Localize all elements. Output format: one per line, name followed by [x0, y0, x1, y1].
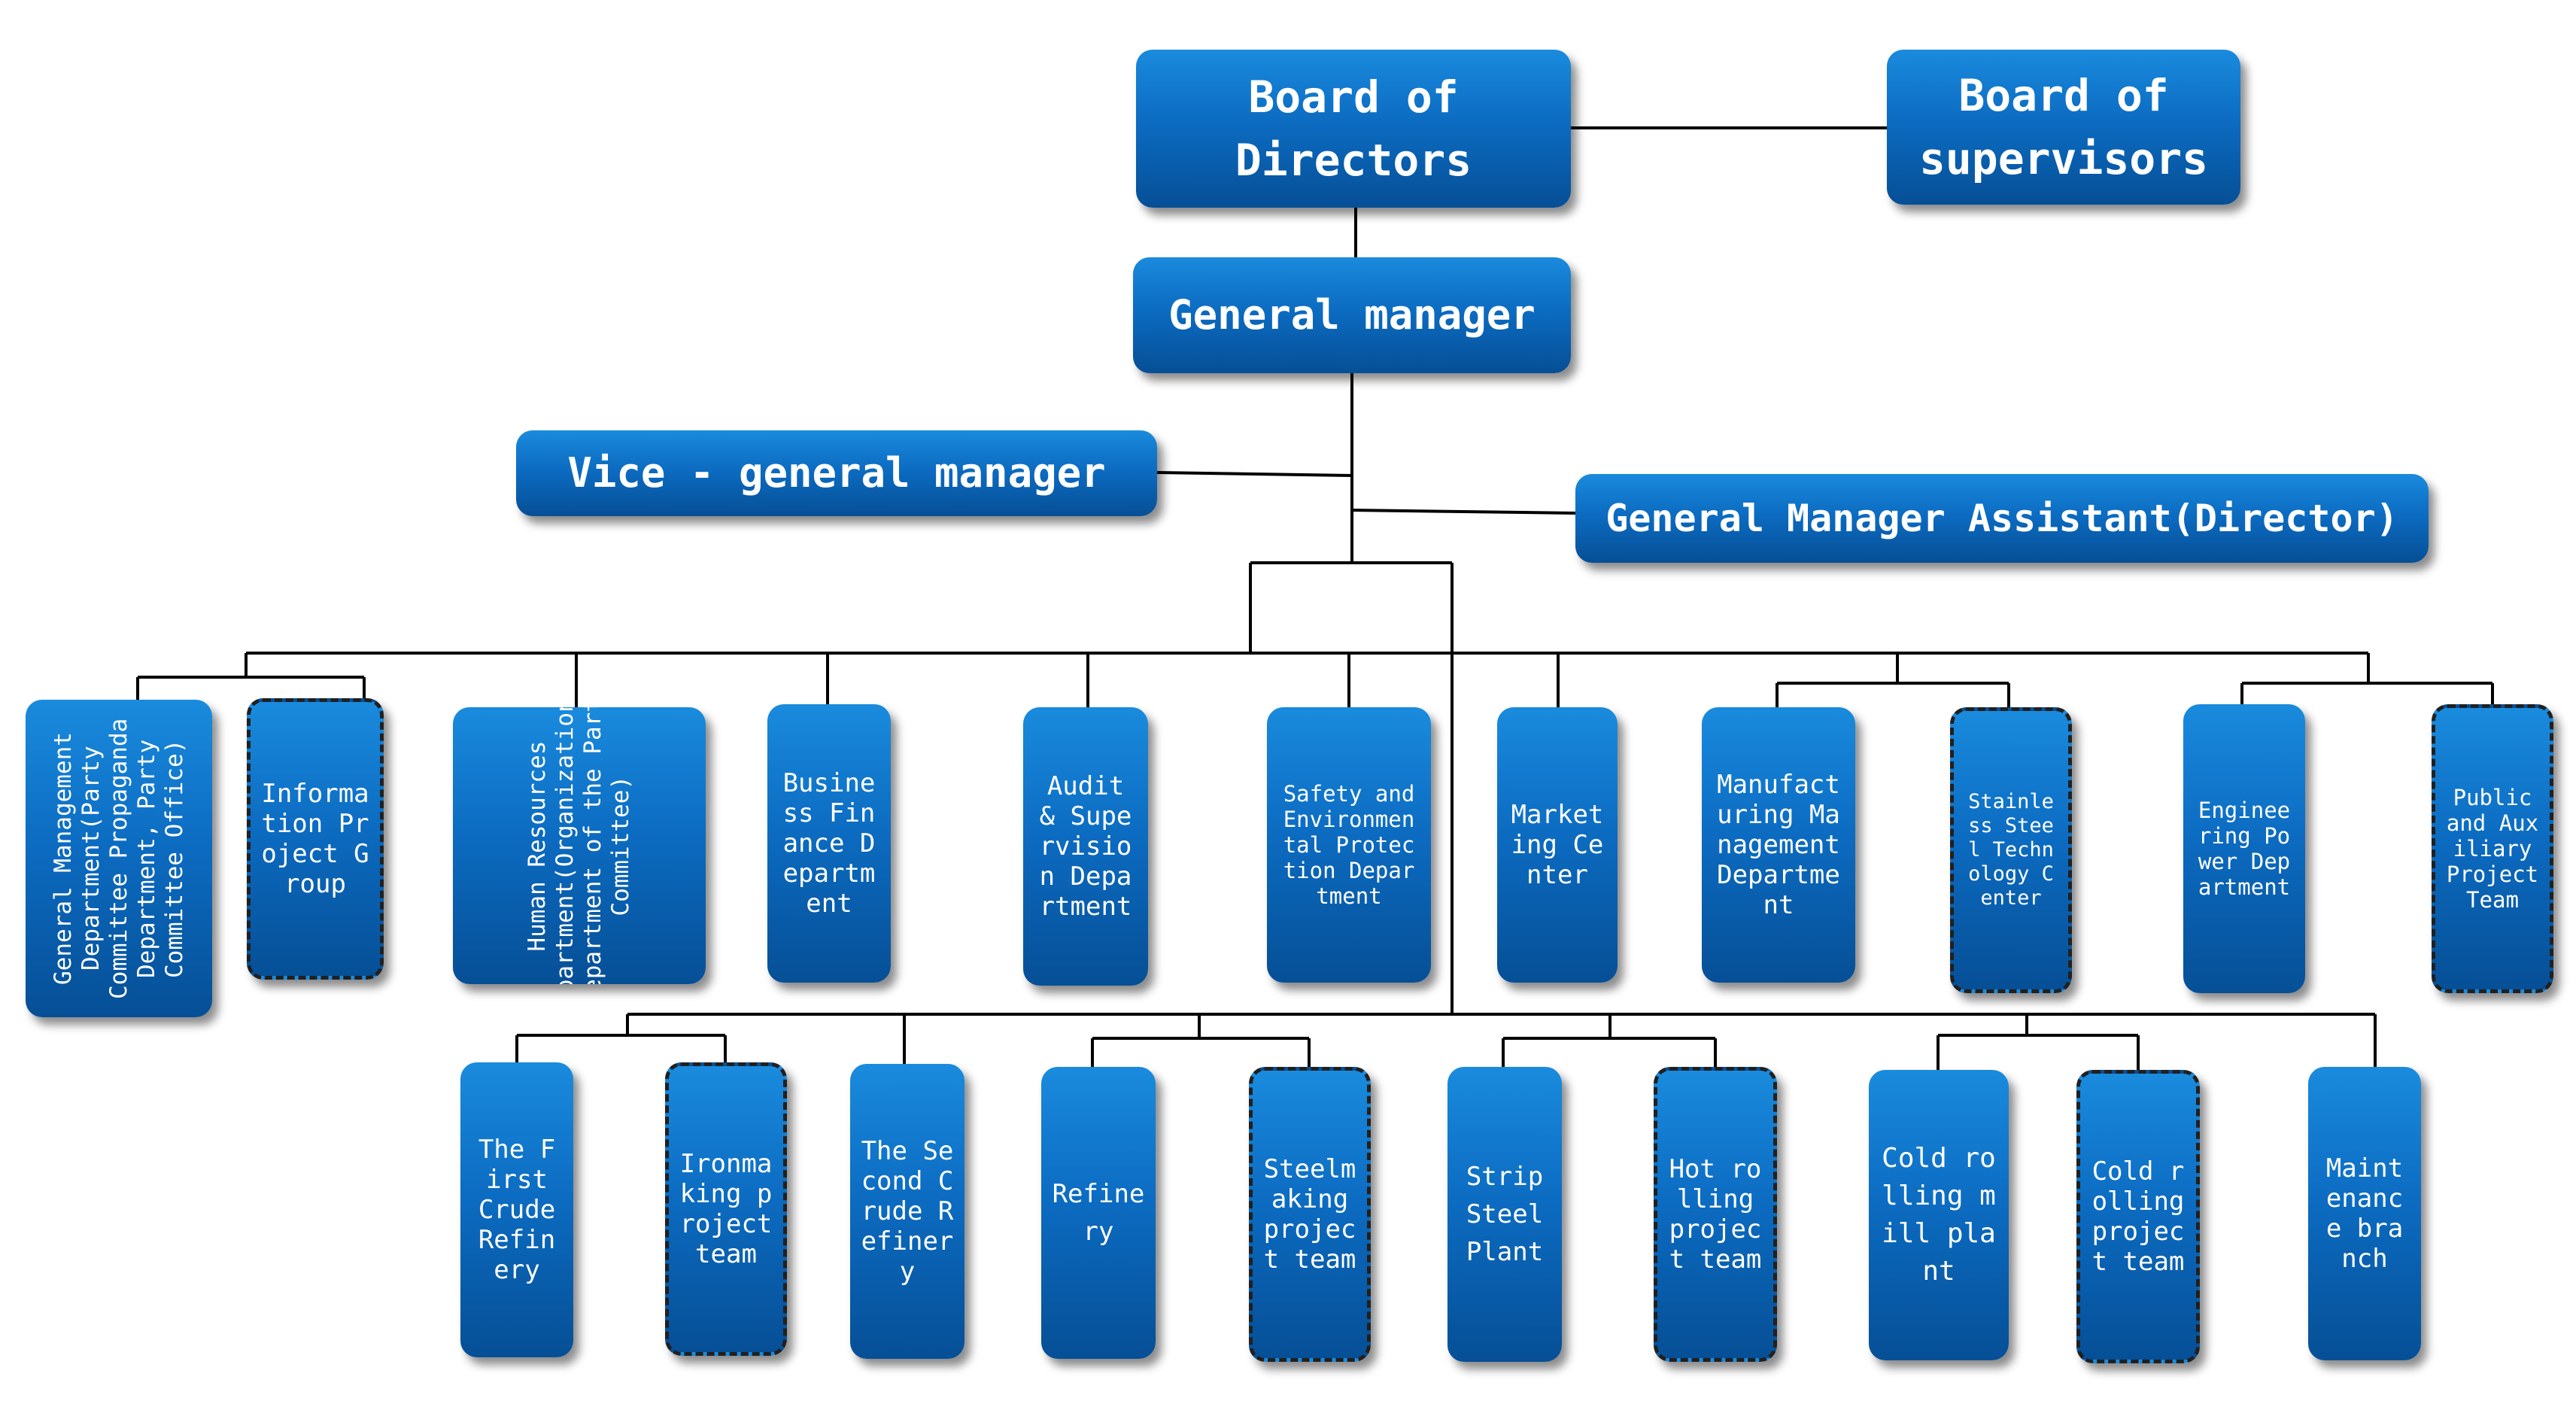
board-of-directors-label: Board of Directors [1235, 71, 1472, 186]
audit-supervision-department-label: Audit & Supervision Department [1039, 771, 1132, 922]
safety-environmental-protection-department-label: Safety and Environmental Protection Depa… [1283, 781, 1415, 909]
second-crude-refinery-box: The Second Crude Refinery [850, 1064, 964, 1359]
steelmaking-project-team-box: Steelmaking project team [1249, 1067, 1371, 1362]
safety-environmental-protection-department-box: Safety and Environmental Protection Depa… [1267, 707, 1431, 983]
manufacturing-management-department-label: Manufacturing Management Department [1717, 770, 1840, 920]
ironmaking-project-team-label: Ironmaking project team [679, 1149, 773, 1269]
board-of-supervisors-label: Board of supervisors [1918, 70, 2209, 184]
public-auxiliary-project-team-label: Public and Auxiliary Project Team [2446, 785, 2539, 913]
marketing-center-label: Marketing Center [1511, 800, 1604, 890]
steelmaking-project-team-label: Steelmaking project team [1263, 1154, 1356, 1275]
vice-general-manager-box: Vice - general manager [516, 430, 1157, 516]
board-of-directors-box: Board of Directors [1136, 50, 1571, 208]
connector-gm-assistant [1351, 509, 1576, 515]
stainless-steel-technology-center-box: Stainless Steel Technology Center [1950, 707, 2072, 993]
cold-rolling-project-team-label: Cold rolling project team [2091, 1156, 2185, 1277]
general-manager-assistant-label: General Manager Assistant(Director) [1605, 497, 2398, 540]
information-project-group-label: Information Project Group [261, 779, 369, 899]
stainless-steel-technology-center-label: Stainless Steel Technology Center [1968, 790, 2054, 910]
strip-steel-plant-label: Strip Steel Plant [1466, 1162, 1544, 1267]
public-auxiliary-project-team-box: Public and Auxiliary Project Team [2432, 704, 2553, 993]
hot-rolling-project-team-label: Hot rolling project team [1669, 1154, 1762, 1275]
cold-rolling-project-team-box: Cold rolling project team [2076, 1070, 2200, 1363]
manufacturing-management-department-box: Manufacturing Management Department [1702, 707, 1855, 983]
second-crude-refinery-label: The Second Crude Refinery [861, 1136, 954, 1287]
strip-steel-plant-box: Strip Steel Plant [1447, 1067, 1562, 1362]
general-management-department-box: General Management Department(Party Comm… [26, 700, 212, 1017]
maintenance-branch-box: Maintenance branch [2308, 1067, 2421, 1360]
board-of-supervisors-box: Board of supervisors [1887, 50, 2240, 205]
human-resources-department-box: Human Resources Department(Organizationa… [453, 707, 706, 984]
cold-rolling-mill-plant-box: Cold rolling mill plant [1869, 1070, 2009, 1360]
general-management-department-label: General Management Department(Party Comm… [49, 718, 188, 999]
general-manager-assistant-box: General Manager Assistant(Director) [1575, 474, 2429, 563]
general-manager-box: General manager [1133, 257, 1571, 373]
marketing-center-box: Marketing Center [1497, 707, 1618, 983]
maintenance-branch-label: Maintenance branch [2325, 1153, 2404, 1274]
connector-vice-gm [1156, 471, 1353, 477]
vice-general-manager-label: Vice - general manager [567, 449, 1106, 497]
human-resources-department-label: Human Resources Department(Organizationa… [524, 707, 634, 984]
hot-rolling-project-team-box: Hot rolling project team [1654, 1067, 1777, 1362]
first-crude-refinery-box: The First Crude Refinery [460, 1062, 573, 1357]
cold-rolling-mill-plant-label: Cold rolling mill plant [1882, 1143, 1996, 1287]
information-project-group-box: Information Project Group [247, 698, 384, 980]
first-crude-refinery-label: The First Crude Refinery [478, 1135, 556, 1285]
business-finance-department-label: Business Finance Department [782, 768, 876, 919]
engineering-power-department-label: Engineering Power Department [2198, 798, 2291, 900]
audit-supervision-department-box: Audit & Supervision Department [1023, 707, 1148, 986]
engineering-power-department-box: Engineering Power Department [2183, 704, 2305, 993]
refinery-label: Refinery [1052, 1179, 1145, 1247]
business-finance-department-box: Business Finance Department [767, 704, 891, 983]
refinery-box: Refinery [1041, 1067, 1156, 1359]
general-manager-label: General manager [1168, 291, 1536, 339]
ironmaking-project-team-box: Ironmaking project team [665, 1062, 787, 1356]
